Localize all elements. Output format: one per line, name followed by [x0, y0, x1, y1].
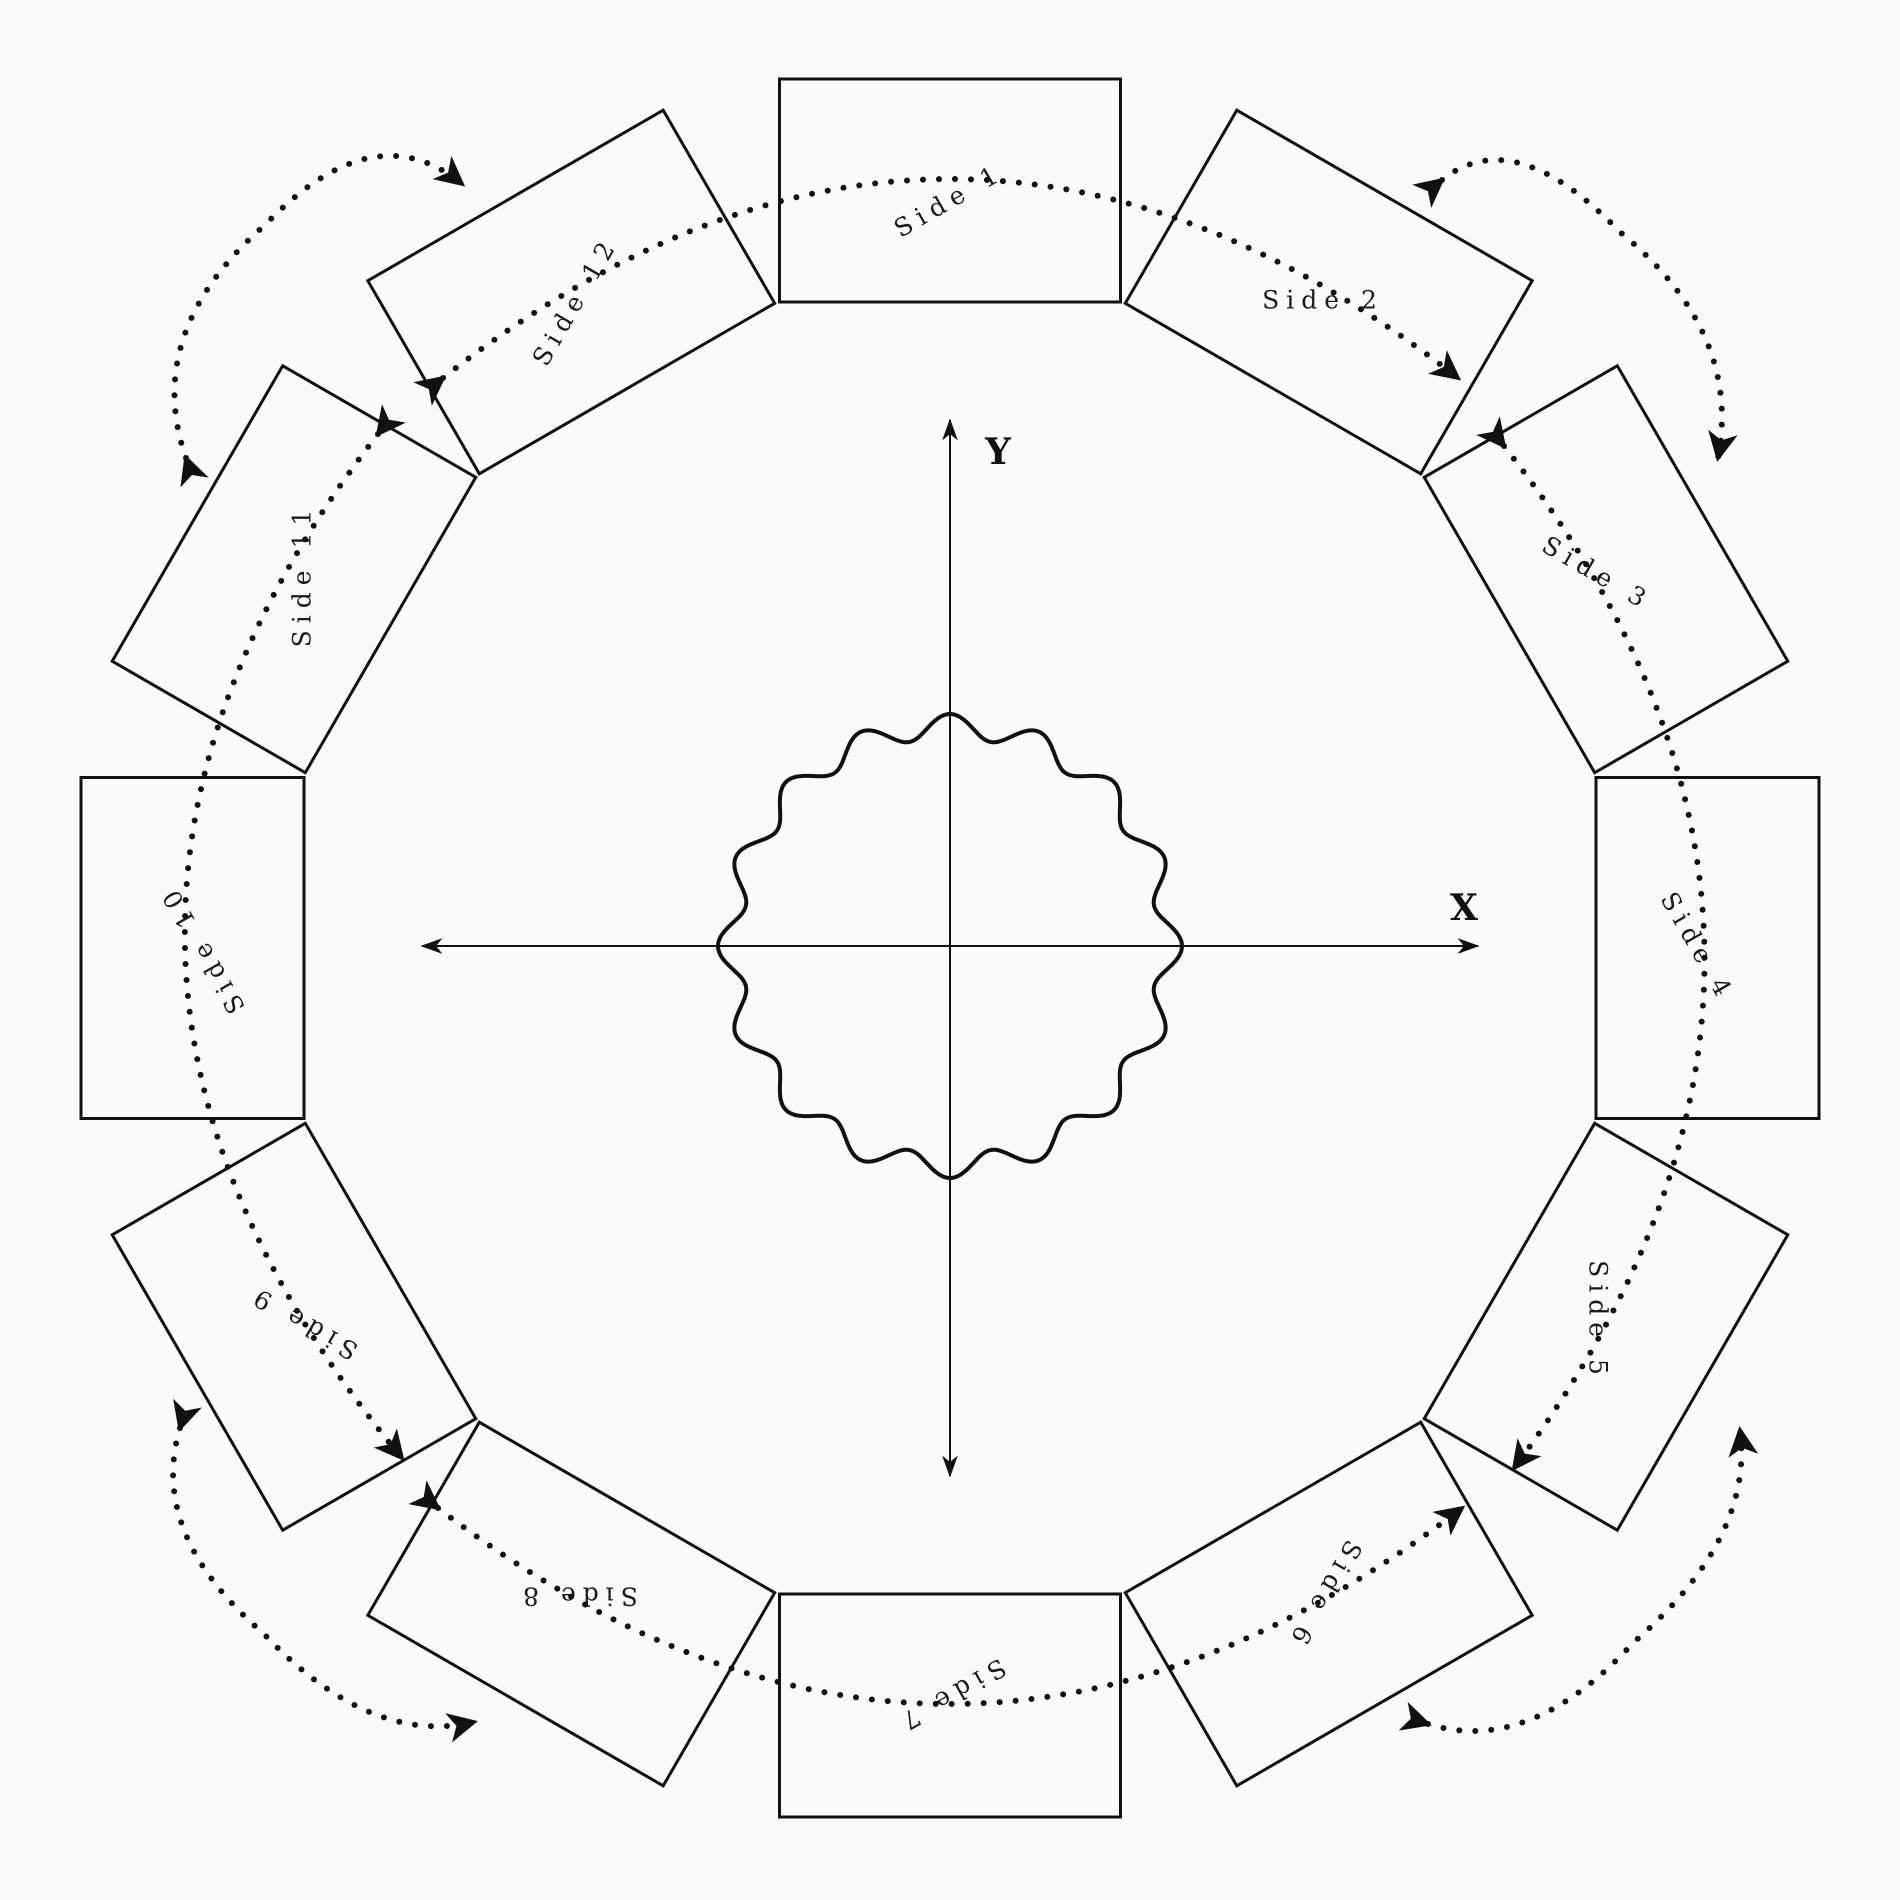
panel-frame	[778, 77, 1122, 304]
side-panel-4: Side 4	[1594, 776, 1821, 1120]
panel-frame	[1594, 776, 1821, 1120]
rotation-arrow-top	[413, 176, 1462, 406]
side-label: Side 12	[527, 231, 624, 371]
side-label: Side 1	[889, 157, 1009, 243]
side-label: Side 5	[1584, 1260, 1613, 1382]
corner-arrow-bottom-right	[1398, 1426, 1759, 1734]
corner-arrow-bottom-left	[170, 1398, 478, 1743]
x-axis-label: X	[1450, 887, 1478, 929]
side-panel-6: Side 6	[1123, 1420, 1535, 1788]
side-label: Side 4	[1655, 887, 1741, 1007]
y-axis-label: Y	[984, 431, 1012, 473]
side-panel-8: Side 8	[365, 1420, 777, 1788]
side-label: Side 6	[1282, 1535, 1368, 1655]
corner-arrow-top-right	[1412, 157, 1738, 462]
side-label: Side 10	[154, 879, 251, 1019]
coordinate-axes: X Y	[420, 418, 1480, 1478]
side-label: Side 8	[516, 1582, 638, 1611]
rotation-arrow-left	[181, 404, 406, 1462]
rotation-arrow-bottom	[408, 1480, 1466, 1707]
side-panel-3: Side 3	[1422, 363, 1790, 775]
panel-frame	[79, 776, 306, 1120]
side-panel-11: Side 11	[110, 363, 478, 775]
corner-arrow-top-left	[171, 152, 466, 488]
side-label: Side 7	[891, 1653, 1011, 1739]
panel-frame	[778, 1592, 1122, 1819]
side-label: Side 2	[1262, 285, 1384, 314]
wavy-circle	[716, 712, 1184, 1180]
side-label: Side 3	[1537, 530, 1657, 616]
side-panel-9: Side 9	[110, 1121, 478, 1533]
fold-arrows	[170, 152, 1759, 1743]
side-panel-10: Side 10	[79, 776, 306, 1120]
